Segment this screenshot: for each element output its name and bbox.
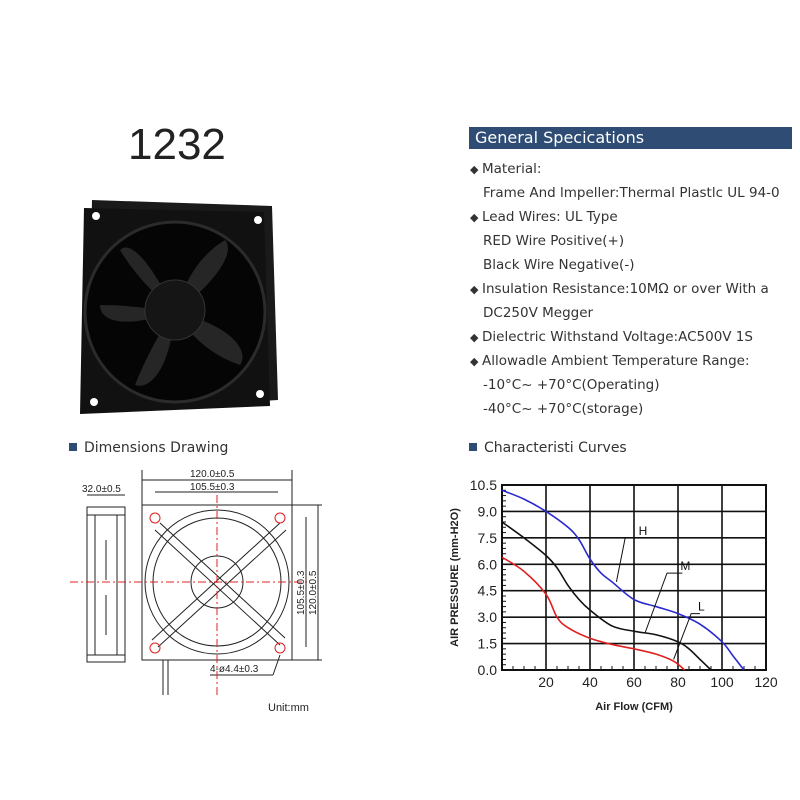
characteristic-curves-label: Characteristi Curves [484, 440, 627, 456]
depth-dimension: 32.0±0.5 [82, 484, 121, 495]
unit-label: Unit:mm [268, 702, 309, 714]
x-tick-label: 80 [670, 674, 686, 690]
spec-line: Black Wire Negative(-) [483, 257, 634, 273]
x-axis-label: Air Flow (CFM) [595, 701, 673, 713]
spec-line: ◆Insulation Resistance:10MΩ or over With… [470, 281, 769, 297]
y-tick-label: 1.5 [478, 636, 498, 652]
spec-text: Black Wire Negative(-) [483, 257, 635, 273]
dimensions-drawing-title: Dimensions Drawing [69, 440, 228, 456]
dimensions-drawing: 32.0±0.5 120.0±0.5 105.5±0.3 105.5±0.3 1… [70, 469, 322, 714]
series-L-line [501, 556, 686, 671]
y-tick-label: 6.0 [478, 556, 498, 572]
spec-text: Frame And lmpeller:Thermal Plastlc UL 94… [483, 185, 780, 201]
series-H-label: H [639, 524, 648, 538]
spec-line: -10°C~ +70°C(Operating) [483, 377, 660, 393]
inner-height-dimension: 105.5±0.3 [296, 570, 307, 615]
y-tick-label: 3.0 [478, 609, 498, 625]
spec-text: Allowadle Ambient Temperature Range: [482, 353, 750, 369]
spec-line: DC250V Megger [483, 305, 593, 321]
spec-line: ◆Allowadle Ambient Temperature Range: [470, 353, 750, 369]
series-H-line [501, 489, 745, 671]
spec-text: DC250V Megger [483, 305, 594, 321]
series-M-label: M [680, 559, 690, 573]
series-L-leader [673, 613, 700, 660]
spec-line: ◆Lead Wires: UL Type [470, 209, 618, 225]
spec-line: ◆Dielectric Withstand Voltage:AC500V 1S [470, 329, 753, 345]
x-tick-label: 60 [626, 674, 642, 690]
spec-line: RED Wire Positive(+) [483, 233, 624, 249]
spec-text: -40°C~ +70°C(storage) [483, 401, 644, 417]
spec-text: Lead Wires: UL Type [482, 209, 618, 225]
inner-width-dimension: 105.5±0.3 [190, 482, 235, 493]
y-tick-label: 10.5 [470, 477, 497, 493]
spec-text: -10°C~ +70°C(Operating) [483, 377, 660, 393]
spec-line: Frame And lmpeller:Thermal Plastlc UL 94… [483, 185, 780, 201]
y-tick-label: 4.5 [478, 583, 498, 599]
spec-text: RED Wire Positive(+) [483, 233, 625, 249]
mounting-holes-dimension: 4-ø4.4±0.3 [210, 664, 259, 675]
outer-width-dimension: 120.0±0.5 [190, 469, 235, 480]
spec-text: Dielectric Withstand Voltage:AC500V 1S [482, 329, 753, 345]
spec-text: Insulation Resistance:10MΩ or over With … [482, 281, 769, 297]
series-M-leader [644, 572, 683, 634]
square-bullet-icon [469, 443, 477, 451]
y-tick-label: 0.0 [478, 662, 498, 678]
side-view [86, 506, 126, 663]
outer-height-dimension: 120.0±0.5 [308, 570, 319, 615]
characteristic-curves-title: Characteristi Curves [469, 440, 627, 456]
x-tick-label: 40 [582, 674, 598, 690]
x-tick-label: 120 [754, 674, 778, 690]
x-tick-label: 20 [538, 674, 554, 690]
x-tick-label: 100 [710, 674, 734, 690]
diamond-bullet-icon: ◆ [470, 211, 479, 224]
general-specifications-header: General Specications [469, 127, 792, 149]
spec-line: ◆Material: [470, 161, 541, 177]
dimensions-drawing-label: Dimensions Drawing [84, 440, 229, 456]
square-bullet-icon [69, 443, 77, 451]
y-tick-label: 9.0 [478, 503, 498, 519]
model-number: 1232 [128, 120, 226, 169]
diamond-bullet-icon: ◆ [470, 331, 479, 344]
spec-text: Material: [482, 161, 542, 177]
y-tick-label: 7.5 [478, 530, 498, 546]
diamond-bullet-icon: ◆ [470, 163, 479, 176]
series-L-label: L [698, 600, 705, 614]
series-H-leader [615, 537, 641, 583]
spec-line: -40°C~ +70°C(storage) [483, 401, 643, 417]
y-axis-label: AIR PRESSURE (mm-H2O) [449, 508, 461, 647]
diamond-bullet-icon: ◆ [470, 355, 479, 368]
diamond-bullet-icon: ◆ [470, 283, 479, 296]
fan-photo [80, 200, 278, 414]
series-M-line [501, 521, 712, 671]
